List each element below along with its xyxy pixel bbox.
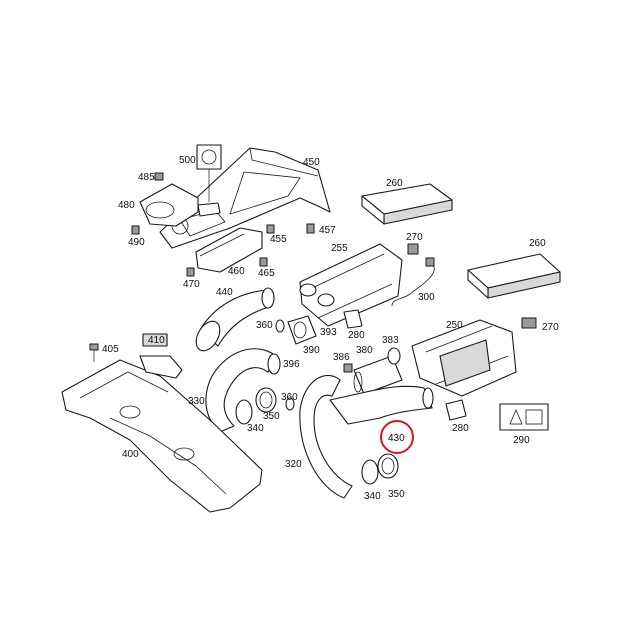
hose-330 <box>205 348 281 433</box>
label-260-right: 260 <box>529 238 546 249</box>
hose-440 <box>195 287 275 352</box>
label-480: 480 <box>118 200 135 211</box>
label-350-left: 350 <box>263 411 280 422</box>
label-396: 396 <box>283 359 300 370</box>
clamp-360-top <box>275 319 285 333</box>
label-393: 393 <box>320 327 337 338</box>
label-490: 490 <box>128 237 145 248</box>
sensor-270-right <box>521 317 537 329</box>
clip-485 <box>154 172 164 181</box>
label-340-bottom: 340 <box>364 491 381 502</box>
label-300: 300 <box>418 292 435 303</box>
bracket-500 <box>196 144 222 217</box>
warning-label-290 <box>499 403 549 431</box>
label-255: 255 <box>331 243 348 254</box>
clip-465 <box>259 257 268 267</box>
clamp-360-bottom <box>285 397 295 411</box>
label-250: 250 <box>446 320 463 331</box>
label-400: 400 <box>122 449 139 460</box>
shield-400 <box>61 359 263 513</box>
label-410: 410 <box>148 335 165 346</box>
duct-430 <box>329 385 434 425</box>
label-270-top: 270 <box>406 232 423 243</box>
pipe-380 <box>353 355 403 395</box>
label-440: 440 <box>216 287 233 298</box>
sensor-386 <box>343 363 353 373</box>
label-330: 330 <box>188 396 205 407</box>
clip-470 <box>186 267 195 277</box>
highlight-circle <box>380 420 414 454</box>
ring-350-left <box>255 387 277 413</box>
label-500: 500 <box>179 155 196 166</box>
label-405: 405 <box>102 344 119 355</box>
label-465: 465 <box>258 268 275 279</box>
label-470: 470 <box>183 279 200 290</box>
label-460: 460 <box>228 266 245 277</box>
sensor-393 <box>287 315 317 345</box>
clip-455 <box>266 224 275 234</box>
label-320: 320 <box>285 459 302 470</box>
sensor-270-top <box>407 243 419 255</box>
cable-300 <box>391 257 435 307</box>
label-260-top: 260 <box>386 178 403 189</box>
ring-340-bottom <box>361 459 379 485</box>
airbox-255 <box>299 243 403 327</box>
label-270-right: 270 <box>542 322 559 333</box>
label-457: 457 <box>319 225 336 236</box>
label-360-bottom: 360 <box>281 392 298 403</box>
label-390: 390 <box>303 345 320 356</box>
ring-340-left <box>235 399 253 425</box>
bolt-405 <box>89 343 99 362</box>
label-383: 383 <box>382 335 399 346</box>
clip-490 <box>131 225 140 235</box>
label-280-bottom: 280 <box>452 423 469 434</box>
bracket-280-bottom <box>445 399 467 421</box>
duct-460 <box>195 227 263 273</box>
clamp-383 <box>387 347 401 365</box>
label-340-left: 340 <box>247 423 264 434</box>
label-430: 430 <box>388 433 405 444</box>
label-485: 485 <box>138 172 155 183</box>
filter-260-top <box>361 183 453 225</box>
label-455: 455 <box>270 234 287 245</box>
airbox-250 <box>411 319 517 397</box>
tray-480 <box>139 183 199 227</box>
label-360-top: 360 <box>256 320 273 331</box>
cover-450 <box>159 147 331 249</box>
label-290: 290 <box>513 435 530 446</box>
hose-320 <box>299 374 353 499</box>
clip-457 <box>306 223 315 234</box>
filter-260-right <box>467 253 561 299</box>
label-350-bottom: 350 <box>388 489 405 500</box>
label-450: 450 <box>303 157 320 168</box>
ring-350-bottom <box>377 453 399 479</box>
label-280-top: 280 <box>348 330 365 341</box>
bracket-280-top <box>343 309 363 329</box>
label-386: 386 <box>333 352 350 363</box>
label-380: 380 <box>356 345 373 356</box>
bracket-410 <box>139 333 183 379</box>
